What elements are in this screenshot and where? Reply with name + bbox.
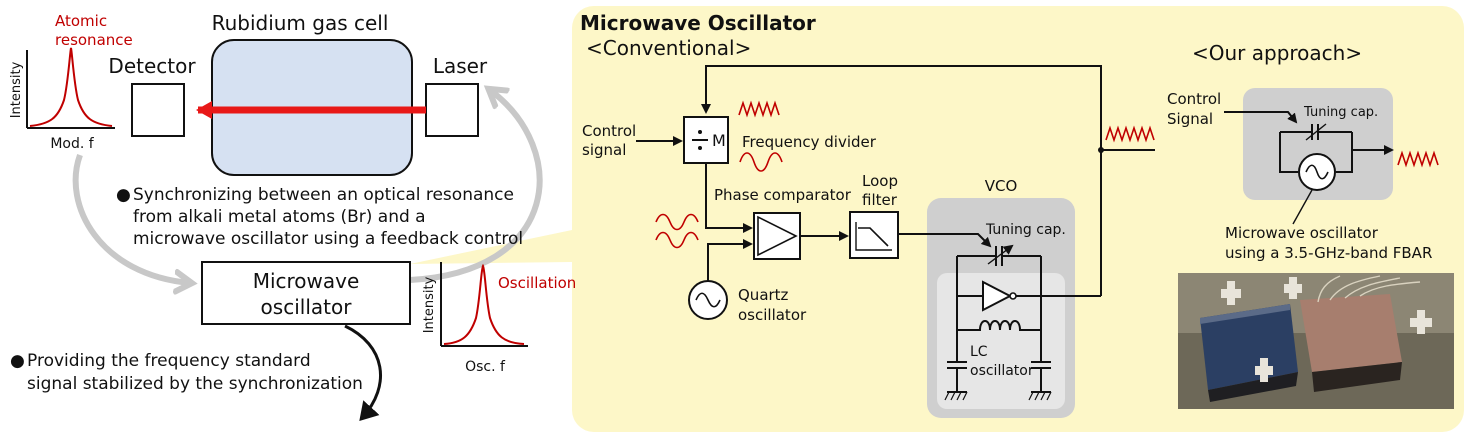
- loop-filter-label-1: Loop: [862, 172, 898, 190]
- comparator-waveform-2: [655, 231, 699, 249]
- loop-feedback-wire: [701, 65, 1102, 296]
- divider-dot-top: [698, 130, 702, 134]
- quartz-label-2: oscillator: [738, 306, 807, 324]
- panel-title: Microwave Oscillator: [580, 11, 816, 35]
- lc-label-1: LC: [970, 344, 988, 360]
- resonance-curve: [29, 47, 113, 127]
- filter-response-icon: [858, 227, 889, 247]
- mw-osc-label-2: oscillator: [261, 295, 353, 319]
- phase-comparator-box: [753, 212, 801, 260]
- atomic-resonance-label-1: Atomic: [55, 12, 107, 30]
- inductor-symbol: [957, 320, 1041, 331]
- lc-oscillator-box: [937, 273, 1065, 409]
- fbar-callout-line: [1292, 189, 1313, 225]
- tuning-cap-variable-arrow: [987, 244, 1014, 265]
- ground-capacitor-left: [944, 361, 968, 401]
- mod-f-axis-label: Mod. f: [50, 136, 94, 152]
- quartz-label-1: Quartz: [738, 286, 789, 304]
- fbar-label-1: Microwave oscillator: [1225, 224, 1379, 242]
- approach-control-label-2: Signal: [1167, 110, 1213, 128]
- approach-control-label-1: Control: [1167, 90, 1221, 108]
- laser-label: Laser: [433, 54, 488, 78]
- sync-text-3: microwave oscillator using a feedback co…: [133, 229, 523, 249]
- osc-intensity-axis-label: Intensity: [422, 276, 437, 333]
- atomic-resonance-plot: [26, 47, 115, 129]
- lc-label-2: oscillator: [970, 363, 1034, 379]
- divider-to-comparator-wire: [705, 163, 753, 233]
- phase-comparator-label: Phase comparator: [714, 186, 852, 204]
- microwave-oscillator-box: [201, 261, 411, 325]
- divider-dot-bottom: [698, 146, 702, 150]
- lc-verticals: [956, 256, 1042, 362]
- provide-bullet: ●: [10, 351, 25, 371]
- quartz-to-comparator-wire: [707, 239, 753, 281]
- loop-filter-box: [849, 211, 899, 259]
- approach-tuning-label: Tuning cap.: [1303, 105, 1378, 120]
- oscillation-label: Oscillation: [498, 274, 576, 292]
- detector-label: Detector: [108, 54, 196, 78]
- approach-cap-variable-line: [1305, 123, 1327, 141]
- mw-osc-label-1: Microwave: [253, 269, 360, 293]
- vco-label: VCO: [985, 177, 1018, 195]
- inverter-bubble: [1009, 292, 1017, 300]
- comparator-symbol: [757, 215, 798, 257]
- filter-to-tuning-wire: [898, 233, 992, 248]
- loop-filter-label-2: filter: [862, 191, 898, 209]
- vco-output-waveform: [1105, 125, 1155, 143]
- divider-symbol: M: [712, 131, 726, 150]
- oscillation-curve: [443, 263, 525, 345]
- provide-text-2: signal stabilized by the synchronization: [27, 374, 363, 394]
- comparator-waveform-1: [655, 213, 699, 231]
- detector-box: [131, 83, 185, 137]
- approach-output-waveform: [1397, 150, 1439, 168]
- filter-axis-icon: [855, 222, 892, 251]
- ground-capacitor-right: [1028, 361, 1052, 401]
- vco-tuning-cap-label: Tuning cap.: [985, 222, 1066, 238]
- zoom-wedge: [410, 230, 572, 264]
- inverter-symbol: [982, 280, 1013, 312]
- fbar-sine-icon: [1305, 164, 1329, 180]
- control-signal-label-2: signal: [582, 141, 626, 159]
- approach-loop-wires: [1279, 131, 1353, 173]
- osc-f-axis-label: Osc. f: [465, 359, 506, 375]
- fbar-label-2: using a 3.5-GHz-band FBAR: [1225, 244, 1432, 262]
- intensity-axis-label: Intensity: [9, 61, 24, 118]
- frequency-divider-label: Frequency divider: [742, 133, 877, 151]
- atomic-resonance-label-2: resonance: [55, 31, 133, 49]
- provide-text-1: Providing the frequency standard: [27, 351, 311, 371]
- oscillation-plot: [440, 262, 528, 347]
- sync-bullet: ●: [116, 185, 131, 205]
- sync-text-2: from alkali metal atoms (Br) and a: [133, 207, 426, 227]
- feedback-arrow-right: [409, 90, 543, 283]
- fbar-device-photo: [1178, 273, 1454, 409]
- output-arrow: [344, 324, 383, 421]
- laser-box: [425, 83, 479, 137]
- control-signal-label-1: Control: [582, 122, 636, 140]
- feedback-arrow-left: [72, 153, 190, 283]
- conventional-label: <Conventional>: [586, 36, 751, 60]
- cell-title: Rubidium gas cell: [212, 11, 389, 35]
- sync-text-1: Synchronizing between an optical resonan…: [133, 185, 514, 205]
- divider-input-waveform: [738, 100, 780, 118]
- approach-control-wire: [1224, 111, 1298, 124]
- divider-output-waveform: [739, 152, 783, 172]
- approach-label: <Our approach>: [1192, 41, 1362, 65]
- quartz-sine-icon: [695, 292, 721, 308]
